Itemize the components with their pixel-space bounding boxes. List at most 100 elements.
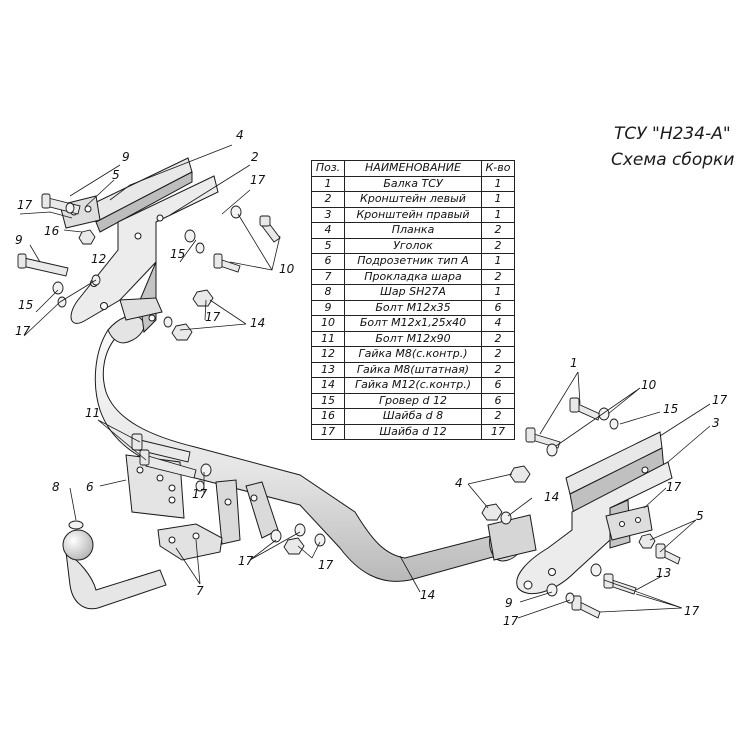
callout-label: 14: [250, 316, 266, 330]
qty-cell: 1: [481, 206, 515, 223]
col-header-qty: К-во: [481, 160, 515, 177]
name-cell: Шайба d 8: [344, 408, 482, 425]
callout-label: 4: [455, 476, 463, 490]
pos-cell: 17: [311, 423, 345, 440]
callout-label: 14: [544, 490, 560, 504]
pos-cell: 12: [311, 346, 345, 363]
callout-label: 9: [505, 596, 513, 610]
callout-label: 17: [15, 324, 31, 338]
name-cell: Прокладка шара: [344, 268, 482, 285]
qty-cell: 1: [481, 284, 515, 301]
name-cell: Кронштейн левый: [344, 191, 482, 208]
callout-label: 14: [420, 588, 436, 602]
pos-cell: 2: [311, 191, 345, 208]
diagram-subtitle: Схема сборки: [611, 150, 735, 170]
pos-cell: 7: [311, 268, 345, 285]
name-cell: Болт М12х90: [344, 330, 482, 347]
callout-label: 17: [503, 614, 519, 628]
callout-label: 9: [15, 233, 23, 247]
name-cell: Шайба d 12: [344, 423, 482, 440]
qty-cell: 2: [481, 268, 515, 285]
qty-cell: 4: [481, 315, 515, 332]
callout-label: 16: [44, 224, 60, 238]
parts-table-header-row: Поз. НАИМЕНОВАНИЕ К-во: [311, 160, 515, 177]
callout-label: 17: [666, 480, 682, 494]
pos-cell: 16: [311, 408, 345, 425]
pos-cell: 5: [311, 237, 345, 254]
callout-label: 8: [52, 480, 60, 494]
left-bracket-assembly: [59, 157, 219, 334]
name-cell: Уголок: [344, 237, 482, 254]
name-cell: Подрозетник тип А: [344, 253, 482, 270]
qty-cell: 6: [481, 377, 515, 394]
callout-label: 13: [656, 566, 672, 580]
pos-cell: 8: [311, 284, 345, 301]
pos-cell: 13: [311, 361, 345, 378]
pos-cell: 3: [311, 206, 345, 223]
callout-label: 7: [196, 584, 204, 598]
name-cell: Кронштейн правый: [344, 206, 482, 223]
callout-label: 3: [712, 416, 720, 430]
col-header-pos: Поз.: [311, 160, 345, 177]
name-cell: Планка: [344, 222, 482, 239]
callout-label: 17: [192, 487, 208, 501]
callout-label: 12: [91, 252, 107, 266]
name-cell: Гайка М12(с.контр.): [344, 377, 482, 394]
callout-label: 10: [279, 262, 295, 276]
callout-label: 15: [18, 298, 34, 312]
qty-cell: 2: [481, 237, 515, 254]
qty-cell: 6: [481, 392, 515, 409]
callout-label: 6: [86, 480, 94, 494]
pos-cell: 9: [311, 299, 345, 316]
col-header-name: НАИМЕНОВАНИЕ: [344, 160, 482, 177]
name-cell: Гайка М8(с.контр.): [344, 346, 482, 363]
pos-cell: 10: [311, 315, 345, 332]
pos-cell: 14: [311, 377, 345, 394]
callout-label: 1: [570, 356, 578, 370]
qty-cell: 2: [481, 222, 515, 239]
callout-label: 5: [112, 168, 120, 182]
qty-cell: 6: [481, 299, 515, 316]
qty-cell: 2: [481, 346, 515, 363]
name-cell: Балка ТСУ: [344, 175, 482, 192]
right-bracket-assembly: [516, 431, 673, 595]
callout-label: 17: [250, 173, 266, 187]
pos-cell: 4: [311, 222, 345, 239]
callout-label: 10: [641, 378, 657, 392]
qty-cell: 1: [481, 175, 515, 192]
callout-label: 17: [684, 604, 700, 618]
name-cell: Гайка М8(штатная): [344, 361, 482, 378]
diagram-title: ТСУ "Н234-А": [614, 124, 731, 144]
callout-label: 9: [122, 150, 130, 164]
qty-cell: 1: [481, 191, 515, 208]
callout-label: 17: [712, 393, 728, 407]
pos-cell: 15: [311, 392, 345, 409]
callout-label: 15: [170, 247, 186, 261]
name-cell: Болт М12х35: [344, 299, 482, 316]
callout-label: 15: [663, 402, 679, 416]
callout-label: 17: [238, 554, 254, 568]
name-cell: Шар SH27A: [344, 284, 482, 301]
qty-cell: 17: [481, 423, 515, 440]
callout-label: 11: [85, 406, 101, 420]
